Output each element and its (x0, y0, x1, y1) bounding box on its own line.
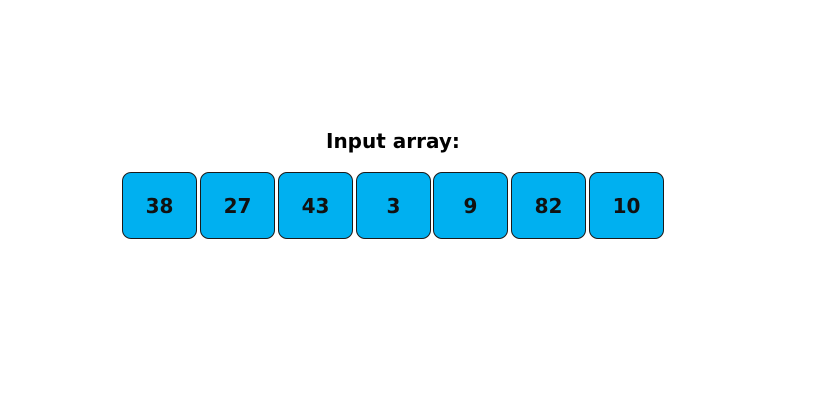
array-cell-0: 38 (122, 172, 197, 239)
diagram-title: Input array: (326, 129, 460, 153)
array-cell-1: 27 (200, 172, 275, 239)
array-cell-3: 3 (356, 172, 431, 239)
input-array: 38 27 43 3 9 82 10 (122, 172, 667, 241)
array-cell-2: 43 (278, 172, 353, 239)
array-cell-5: 82 (511, 172, 586, 239)
array-cell-4: 9 (433, 172, 508, 239)
array-cell-6: 10 (589, 172, 664, 239)
